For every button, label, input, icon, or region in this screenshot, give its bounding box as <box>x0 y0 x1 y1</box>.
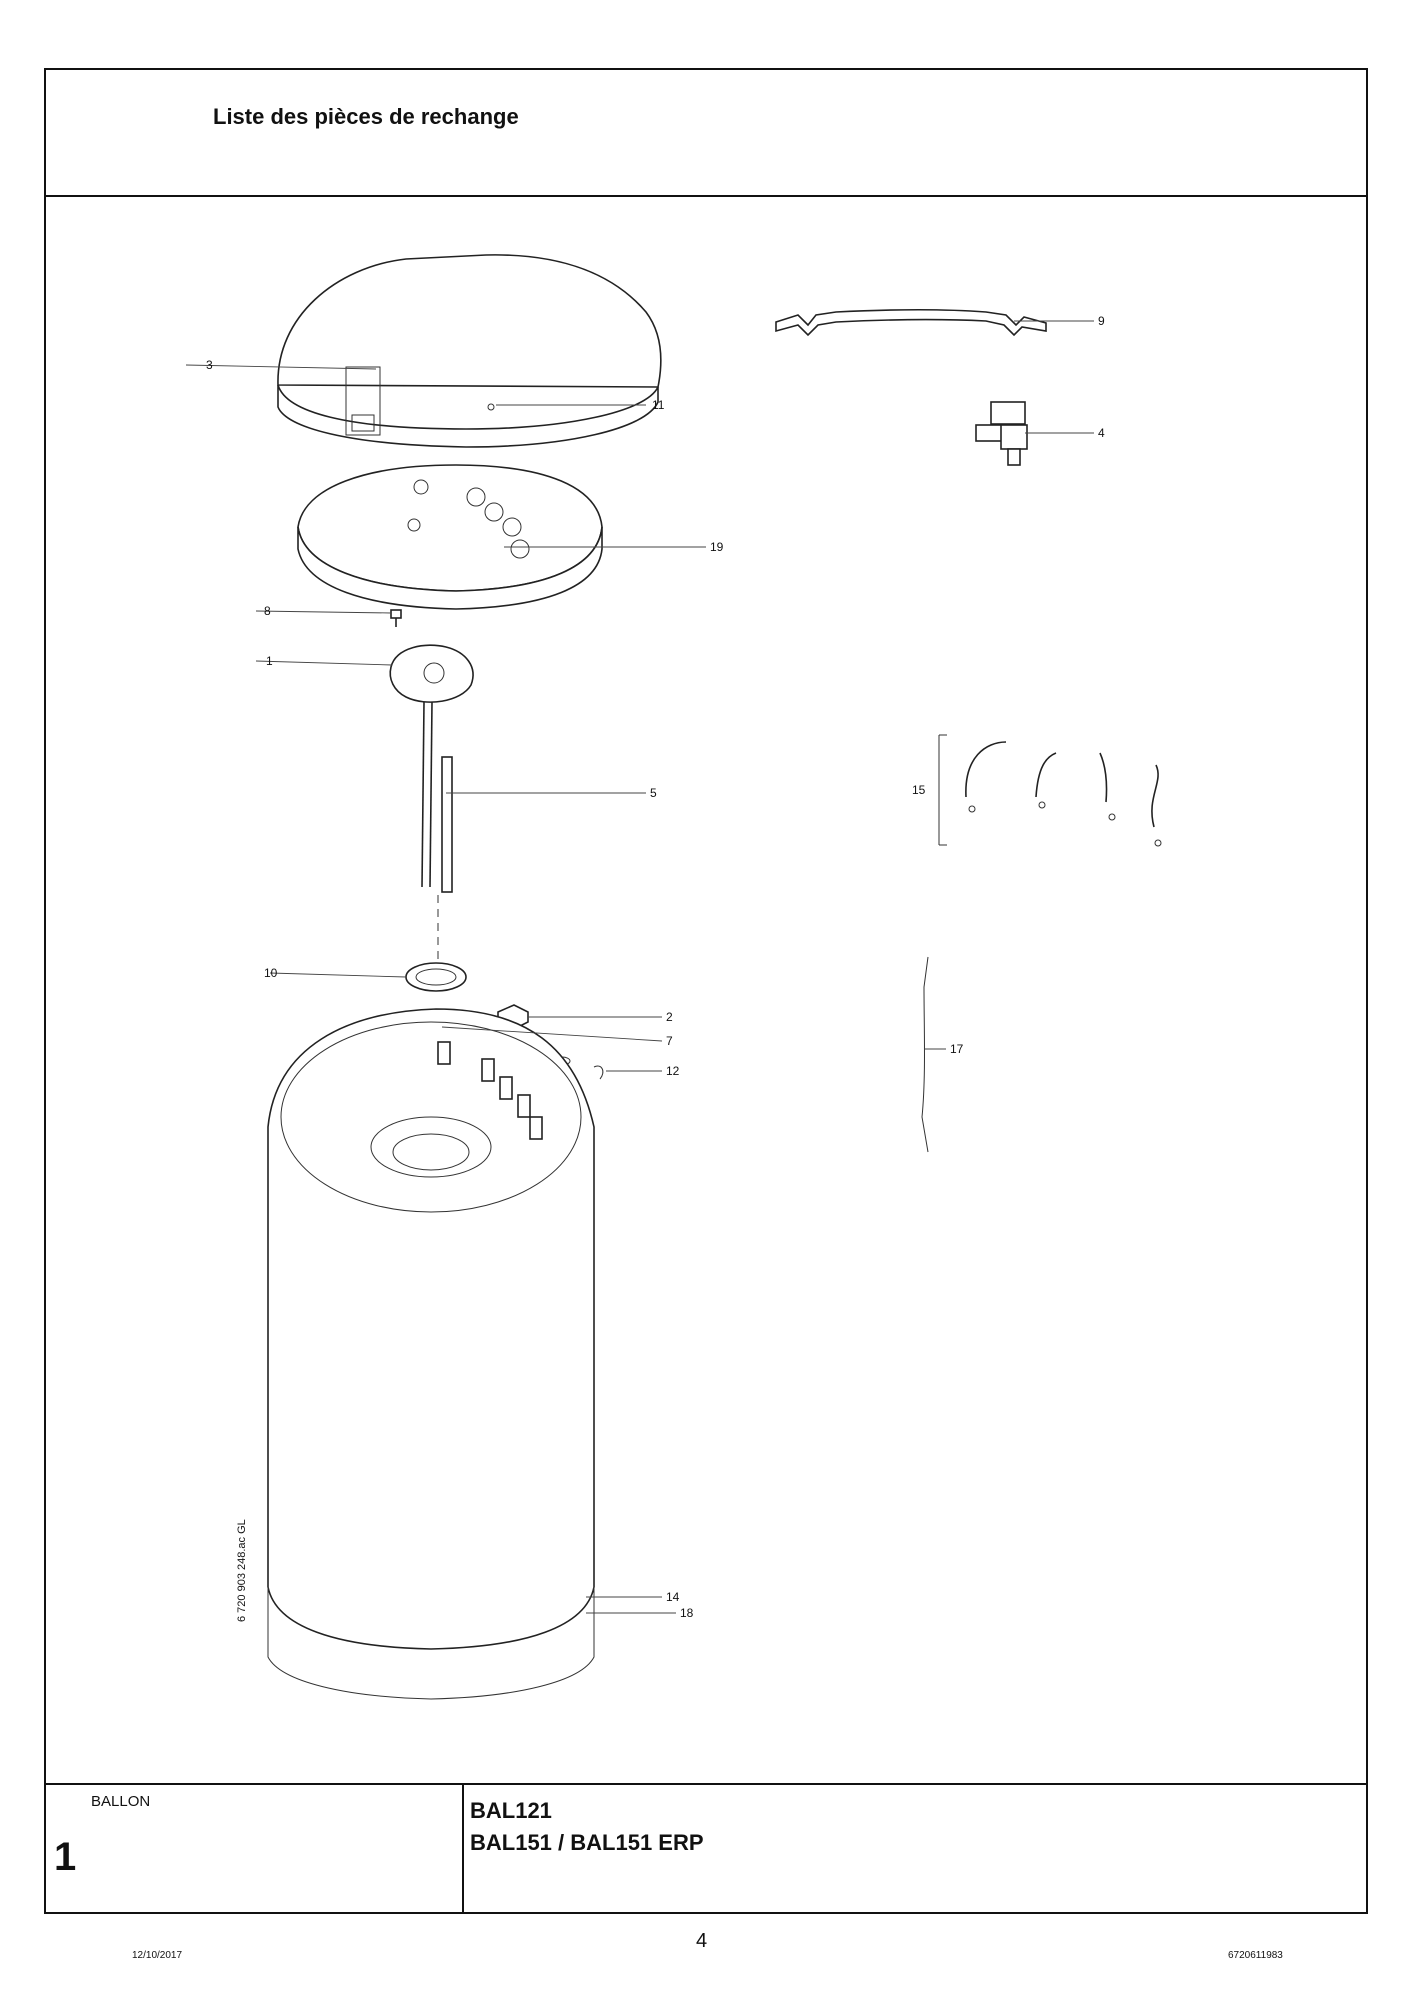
exploded-view-drawing: 6 720 903 248.ac GL <box>46 197 1366 1788</box>
footer-divider <box>462 1785 464 1912</box>
page-number: 4 <box>696 1930 708 1952</box>
part-tank <box>267 1008 604 1700</box>
callout-8: 9 <box>1098 314 1105 328</box>
parts-diagram: 6 720 903 248.ac GL <box>185 254 1162 1700</box>
page-title: Liste des pièces de rechange <box>213 104 519 129</box>
document-date: 12/10/2017 <box>132 1950 183 1961</box>
part-cover <box>277 254 662 448</box>
callout-labels: 3 11 19 8 1 5 10 2 7 12 14 18 9 4 15 17 <box>206 314 1105 1620</box>
part-bent-pipes <box>938 734 1162 847</box>
document-id: 6720611983 <box>1228 1950 1283 1961</box>
part-bracket <box>775 308 1047 337</box>
footer-category: BALLON <box>91 1793 151 1810</box>
header-box: Liste des pièces de rechange <box>46 70 1366 197</box>
footer-section-number: 1 <box>54 1835 77 1879</box>
model-line-2: BAL151 / BAL151 ERP <box>470 1830 704 1855</box>
model-line-1: BAL121 <box>470 1798 552 1823</box>
callout-3: 3 <box>206 358 213 372</box>
callout-10: 10 <box>264 966 278 980</box>
callout-5: 5 <box>650 786 657 800</box>
callout-9: 8 <box>264 604 271 618</box>
callout-14: 14 <box>666 1590 680 1604</box>
callout-leaders <box>185 320 1094 1614</box>
callout-11: 11 <box>652 398 665 412</box>
callout-2: 2 <box>666 1010 673 1024</box>
part-heating-element <box>389 644 474 888</box>
callout-17: 17 <box>950 1042 964 1056</box>
callout-1: 1 <box>266 654 273 668</box>
footer-box: BALLON 1 BAL121 BAL151 / BAL151 ERP <box>46 1783 1366 1912</box>
page-frame: Liste des pièces de rechange <box>44 68 1368 1914</box>
callout-19: 19 <box>710 540 724 554</box>
part-screw <box>390 609 402 627</box>
callout-4: 4 <box>1098 426 1105 440</box>
callout-18: 18 <box>680 1606 694 1620</box>
part-anode <box>437 756 453 977</box>
callout-12: 12 <box>666 1064 680 1078</box>
footer-models: BAL121 BAL151 / BAL151 ERP <box>470 1795 704 1859</box>
callout-15: 15 <box>912 783 926 797</box>
callout-7: 7 <box>666 1034 673 1048</box>
drawing-reference: 6 720 903 248.ac GL <box>236 1519 248 1622</box>
part-insulation-disc <box>297 464 603 610</box>
part-safety-valve <box>975 401 1028 466</box>
part-wire <box>921 956 929 1153</box>
